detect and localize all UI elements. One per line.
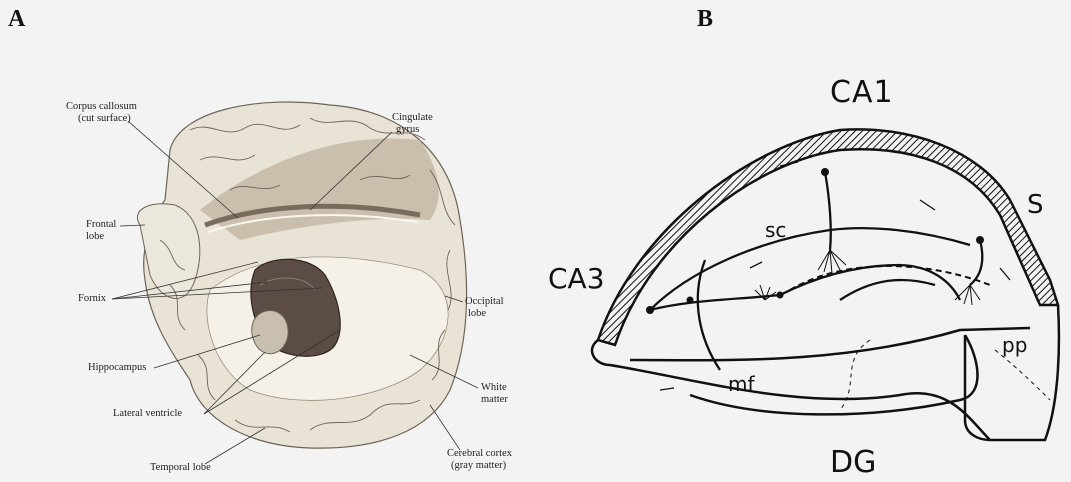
label-hippocampus: Hippocampus: [88, 362, 146, 374]
panel-b: B: [540, 0, 1071, 482]
hippocampus: [252, 311, 288, 354]
label-white-matter: White: [481, 382, 507, 394]
label-cerebral-cortex: Cerebral cortex: [447, 448, 512, 460]
label-frontal-lobe-sub: lobe: [86, 231, 104, 243]
label-pp: pp: [1002, 333, 1027, 357]
label-corpus-callosum-sub: (cut surface): [78, 113, 131, 125]
label-corpus-callosum: Corpus callosum: [66, 101, 137, 113]
label-occipital-lobe: Occipital: [465, 296, 503, 308]
label-frontal-lobe: Frontal: [86, 219, 116, 231]
mf-path: [698, 260, 720, 370]
label-dg: DG: [830, 445, 876, 480]
label-occipital-lobe-sub: lobe: [468, 308, 486, 320]
label-mf: mf: [728, 372, 755, 396]
outer-contour: [592, 305, 1059, 440]
label-cingulate: Cingulate: [392, 112, 433, 124]
label-cerebral-cortex-sub: (gray matter): [451, 460, 506, 472]
label-cingulate-sub: gyrus: [396, 124, 419, 136]
label-temporal-lobe: Temporal lobe: [150, 462, 211, 474]
panel-a: A: [0, 0, 560, 482]
brain-illustration: [0, 0, 560, 482]
hippocampus-circuit-diagram: [540, 0, 1071, 482]
label-s: S: [1027, 190, 1044, 220]
label-fornix: Fornix: [78, 293, 106, 305]
label-sc: sc: [765, 218, 786, 242]
label-ca3: CA3: [548, 262, 605, 295]
label-white-matter-sub: matter: [481, 394, 508, 406]
label-lateral-ventricle: Lateral ventricle: [113, 408, 182, 420]
ca-hatched-band: [598, 129, 1058, 345]
label-ca1: CA1: [830, 75, 894, 110]
